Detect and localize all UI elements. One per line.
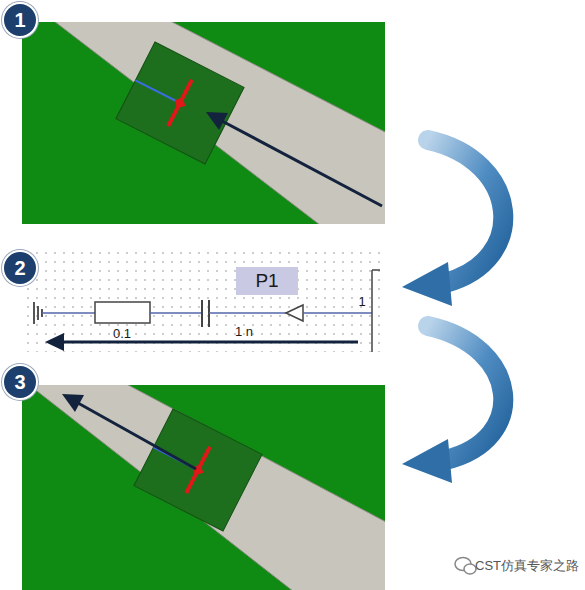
callout-number: 3 xyxy=(2,364,38,400)
microstrip-panel-3 xyxy=(22,385,385,590)
node-text: 2 xyxy=(14,257,25,280)
node-text: 3 xyxy=(14,371,25,394)
port-label-box: P1 xyxy=(236,267,298,295)
flow-arrow xyxy=(402,140,503,306)
resistor-value: 0.1 xyxy=(113,326,131,341)
watermark-icon xyxy=(455,558,476,575)
port-number: 1 xyxy=(358,294,365,309)
watermark: CST仿真专家之路 xyxy=(475,557,579,575)
node-text: 1 xyxy=(14,9,25,32)
flow-arrow xyxy=(402,326,503,483)
port-schematic xyxy=(22,252,385,352)
microstrip-panel-1 xyxy=(22,22,385,224)
capacitor-value: 1 n xyxy=(235,324,253,339)
callout-number: 2 xyxy=(2,250,38,286)
callout-number: 1 xyxy=(2,2,38,38)
node-text: P1 xyxy=(255,270,278,292)
